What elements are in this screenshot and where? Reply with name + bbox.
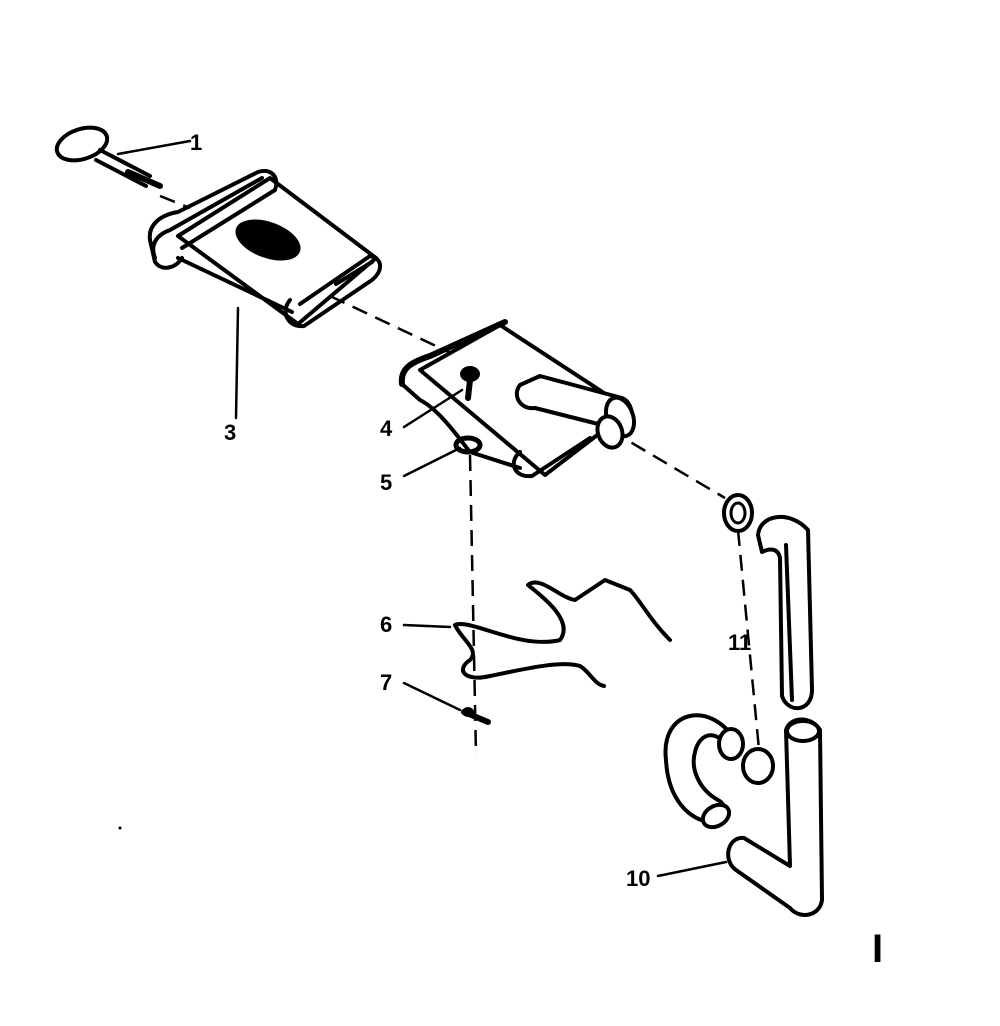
part-3-valve-plate: [147, 169, 382, 329]
part-5-washer: [453, 435, 483, 455]
callout-5: 5: [380, 470, 392, 495]
part-11-clamp-lower: [741, 747, 775, 785]
assembly-lines: [159, 194, 762, 761]
valve-seat-pad: [235, 219, 301, 261]
leader-7: [402, 681, 462, 712]
speck: [118, 826, 122, 830]
callout-10: 10: [626, 866, 650, 891]
leader-5: [402, 446, 462, 478]
center-line-clamps: [736, 529, 762, 761]
center-line-clamp: [609, 428, 726, 500]
center-line-key: [159, 194, 191, 210]
part-10-j-hose: [663, 713, 824, 917]
leader-lines: [116, 139, 728, 878]
callout-4: 4: [380, 416, 393, 441]
leader-6: [402, 623, 452, 629]
part-6-wire-spring: [453, 578, 672, 688]
leader-4: [402, 388, 464, 429]
part-7-screw: [461, 707, 491, 725]
callout-7: 7: [380, 670, 392, 695]
callout-6: 6: [380, 612, 392, 637]
callout-3: 3: [224, 420, 236, 445]
callout-1: 1: [190, 130, 202, 155]
center-line-housing: [329, 294, 456, 357]
hose-upper: [756, 514, 814, 711]
callouts: 1 3 4 5 6 7 10 11: [190, 130, 751, 891]
part-1-key: [54, 125, 163, 189]
leader-1: [116, 139, 192, 156]
valve-housing: [398, 319, 637, 479]
leader-10: [656, 860, 728, 878]
part-11-clamp-upper: [722, 493, 754, 533]
leader-3: [234, 306, 240, 420]
center-line-screw: [468, 454, 478, 756]
callout-11: 11: [728, 630, 751, 655]
part-4-screw: [460, 366, 480, 401]
page-marker: I: [872, 927, 883, 971]
